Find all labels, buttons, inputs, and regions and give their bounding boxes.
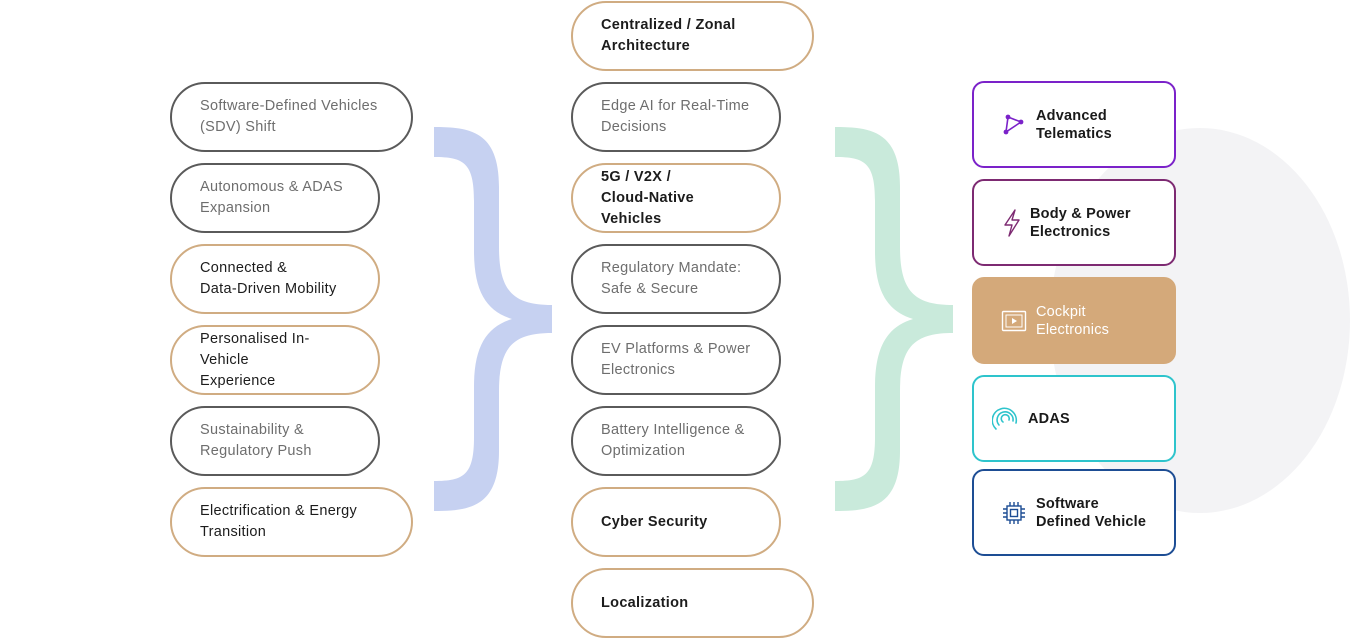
left-brace — [434, 127, 552, 511]
pill-localization: Localization — [571, 568, 814, 638]
card-software-defined-vehicle: Software Defined Vehicle — [972, 469, 1176, 556]
right-brace — [835, 127, 953, 511]
pill-autonomous-adas: Autonomous & ADAS Expansion — [170, 163, 380, 233]
pill-battery-intelligence: Battery Intelligence & Optimization — [571, 406, 781, 476]
pill-ev-platforms: EV Platforms & Power Electronics — [571, 325, 781, 395]
video-screen-icon — [1000, 307, 1028, 335]
card-label: Cockpit Electronics — [1036, 303, 1110, 338]
pill-5g-v2x: 5G / V2X / Cloud-Native Vehicles — [571, 163, 781, 233]
pill-regulatory-mandate: Regulatory Mandate: Safe & Secure — [571, 244, 781, 314]
pill-electrification: Electrification & Energy Transition — [170, 487, 413, 557]
lightning-icon — [1002, 208, 1022, 237]
card-label: Advanced Telematics — [1036, 107, 1112, 142]
chip-icon — [1000, 499, 1028, 527]
card-adas: ADAS — [972, 375, 1176, 462]
card-cockpit-electronics: Cockpit Electronics — [972, 277, 1176, 364]
radar-icon — [992, 405, 1020, 433]
telematics-icon — [1000, 111, 1028, 139]
pill-cyber-security: Cyber Security — [571, 487, 781, 557]
card-label: ADAS — [1028, 410, 1070, 427]
card-label: Software Defined Vehicle — [1036, 495, 1147, 530]
pill-zonal-architecture: Centralized / Zonal Architecture — [571, 1, 814, 71]
pill-sdv-shift: Software-Defined Vehicles (SDV) Shift — [170, 82, 413, 152]
card-body-power-electronics: Body & Power Electronics — [972, 179, 1176, 266]
card-advanced-telematics: Advanced Telematics — [972, 81, 1176, 168]
pill-sustainability: Sustainability & Regulatory Push — [170, 406, 380, 476]
card-label: Body & Power Electronics — [1030, 205, 1131, 240]
pill-edge-ai: Edge AI for Real-Time Decisions — [571, 82, 781, 152]
pill-connected-mobility: Connected & Data-Driven Mobility — [170, 244, 380, 314]
pill-personalised-experience: Personalised In-Vehicle Experience — [170, 325, 380, 395]
